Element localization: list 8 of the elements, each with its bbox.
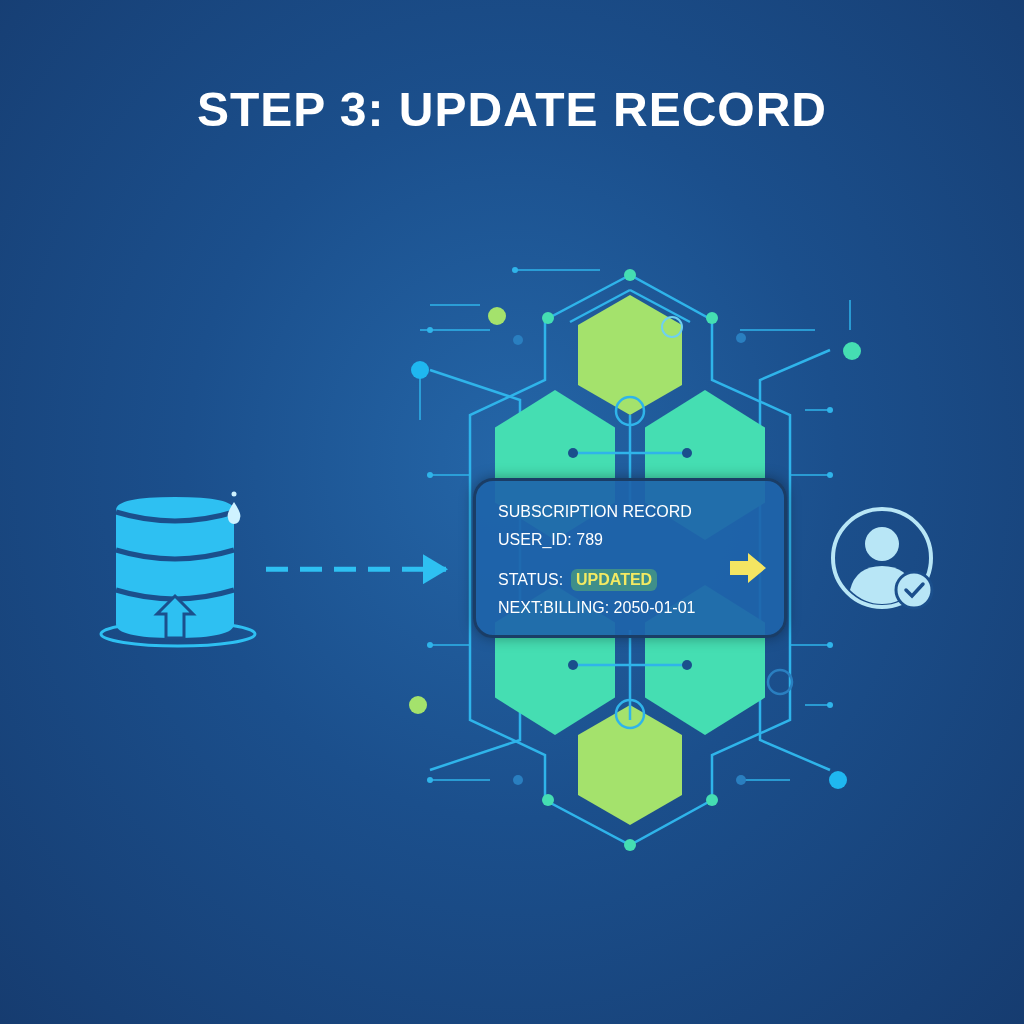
dashed-arrow bbox=[266, 554, 448, 585]
record-field: NEXT:BILLING: 2050-01-01 bbox=[498, 599, 696, 617]
card-title: SUBSCRIPTION RECORD bbox=[498, 503, 692, 521]
status-badge: UPDATED bbox=[571, 569, 658, 591]
record-field: USER_ID: 789 bbox=[498, 531, 603, 549]
record-card bbox=[473, 478, 787, 638]
title: STEP 3: UPDATE RECORD bbox=[196, 82, 828, 137]
record-field: STATUS: bbox=[498, 571, 564, 589]
